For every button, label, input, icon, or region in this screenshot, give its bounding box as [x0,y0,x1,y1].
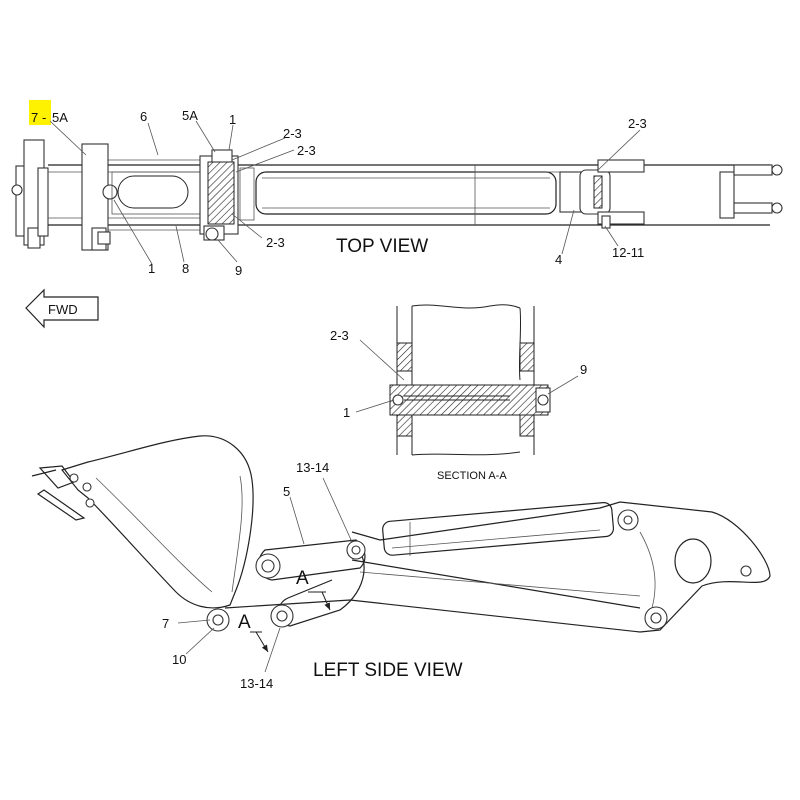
side-section-a-upper: A [296,568,309,589]
callout-8: 8 [182,261,189,276]
section-callout-2-3: 2-3 [330,328,349,343]
callout-5a-left: 5A [52,110,68,125]
callout-2-3-right: 2-3 [628,116,647,131]
side-section-a-lower: A [238,612,251,633]
callout-1-bottom: 1 [148,261,155,276]
callout-1-top: 1 [229,112,236,127]
side-callout-7: 7 [162,616,169,631]
fwd-label: FWD [48,302,78,317]
callout-9: 9 [235,263,242,278]
callout-7: 7 [31,110,38,125]
callout-separator: - [42,110,46,125]
callout-2-3-b: 2-3 [297,143,316,158]
top-view-title: TOP VIEW [336,236,428,257]
callout-5a-mid: 5A [182,108,198,123]
section-a-a: 2-3 1 9 SECTION A-A [330,304,587,482]
callout-2-3-bottom: 2-3 [266,235,285,250]
left-side-view: 13-14 5 A A 7 10 13-14 LEFT SIDE VIEW [31,435,771,691]
side-callout-5: 5 [283,484,290,499]
callout-6: 6 [140,109,147,124]
side-callout-10: 10 [172,652,186,667]
callout-highlight [29,100,51,125]
side-callout-13-14-bottom: 13-14 [240,676,273,691]
section-callout-1: 1 [343,405,350,420]
top-view: 7 - 5A 6 5A 1 2-3 2-3 2-3 2-3 1 8 9 4 12… [11,100,783,278]
section-callout-9: 9 [580,362,587,377]
side-callout-13-14-top: 13-14 [296,460,329,475]
callout-12-11: 12-11 [612,245,644,260]
left-side-view-title: LEFT SIDE VIEW [313,660,463,681]
callout-4: 4 [555,252,562,267]
section-title: SECTION A-A [437,470,507,482]
callout-2-3-a: 2-3 [283,126,302,141]
fwd-arrow: FWD [25,288,99,329]
